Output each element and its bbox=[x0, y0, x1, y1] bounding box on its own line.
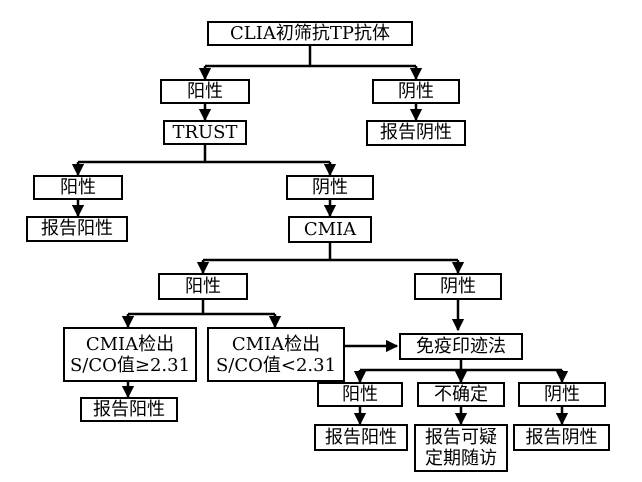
node-negative-3: 阴性 bbox=[414, 273, 502, 300]
node-report-positive-2: 报告阳性 bbox=[80, 397, 178, 422]
node-positive-1: 阳性 bbox=[160, 79, 250, 104]
cmia-low-line-1: CMIA检出 bbox=[231, 333, 321, 355]
node-positive-2: 阳性 bbox=[33, 175, 123, 200]
node-blot-positive: 阳性 bbox=[317, 382, 403, 407]
node-blot-uncertain: 不确定 bbox=[417, 382, 505, 407]
node-cmia-high: CMIA检出 S/CO值≥2.31 bbox=[63, 327, 197, 382]
node-cmia-low: CMIA检出 S/CO值<2.31 bbox=[207, 327, 345, 382]
node-cmia: CMIA bbox=[288, 216, 372, 243]
node-trust: TRUST bbox=[163, 120, 247, 145]
node-clia-screening: CLIA初筛抗TP抗体 bbox=[207, 21, 413, 46]
cmia-high-line-2: S/CO值≥2.31 bbox=[69, 354, 191, 376]
node-negative-2: 阴性 bbox=[286, 175, 374, 200]
node-report-positive-3: 报告阳性 bbox=[314, 424, 408, 451]
followup-line-2: 定期随访 bbox=[425, 448, 497, 469]
node-report-negative-1: 报告阴性 bbox=[366, 120, 466, 146]
node-negative-1: 阴性 bbox=[372, 79, 460, 104]
node-report-negative-2: 报告阴性 bbox=[513, 424, 610, 451]
node-report-followup: 报告可疑 定期随访 bbox=[414, 424, 508, 472]
node-positive-3: 阳性 bbox=[158, 273, 248, 300]
node-report-positive-1: 报告阳性 bbox=[26, 216, 128, 242]
node-immunoblot: 免疫印迹法 bbox=[399, 333, 523, 360]
node-blot-negative: 阴性 bbox=[518, 382, 606, 407]
cmia-high-line-1: CMIA检出 bbox=[85, 333, 175, 355]
cmia-low-line-2: S/CO值<2.31 bbox=[215, 354, 337, 376]
followup-line-1: 报告可疑 bbox=[425, 427, 497, 448]
